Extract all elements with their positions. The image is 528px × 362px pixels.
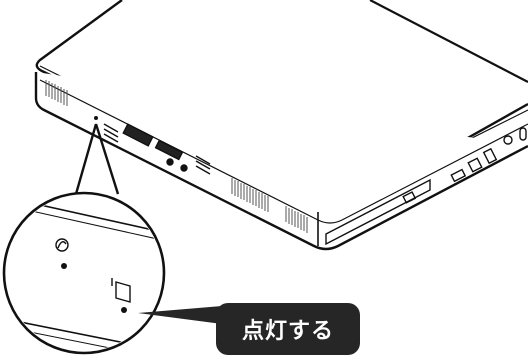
battery-charge-icon [111, 278, 131, 303]
vent-grille-middle [231, 178, 269, 212]
power-status-icon [55, 238, 69, 252]
battery-led [121, 307, 127, 313]
magnifier-circle [2, 191, 166, 355]
zoom-lines [74, 123, 120, 195]
vent-grille-right [285, 206, 308, 233]
power-led [61, 263, 67, 269]
vent-grille-left [45, 80, 68, 106]
indicator-led [94, 116, 98, 120]
front-panel-details [103, 123, 211, 175]
callout-bubble [138, 303, 360, 355]
laptop-body [34, 0, 528, 251]
side-ports [325, 127, 527, 246]
